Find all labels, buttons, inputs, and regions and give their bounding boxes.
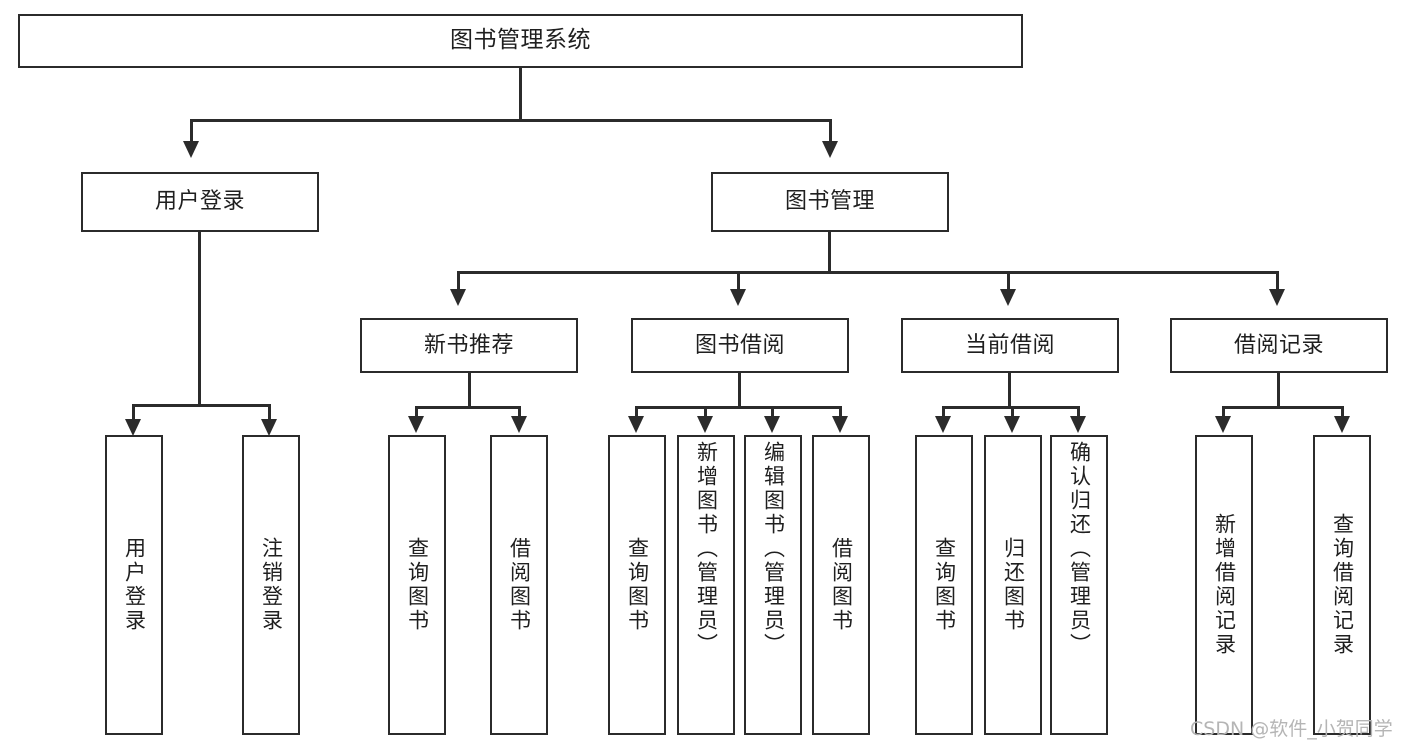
arrowhead-current-borrow <box>1000 289 1016 306</box>
node-leaf-logout-label: 注销登录 <box>259 537 284 633</box>
node-leaf-borrow-book-2[interactable]: 借阅图书 <box>812 435 870 735</box>
node-leaf-query-book-1[interactable]: 查询图书 <box>388 435 446 735</box>
node-new-book-recommend[interactable]: 新书推荐 <box>360 318 578 373</box>
arrowhead-borrow-record <box>1269 289 1285 306</box>
arrowhead-leaf-logout <box>261 419 277 436</box>
connector-book-borrow-c1 <box>635 406 638 419</box>
node-leaf-query-book-3-label: 查询图书 <box>932 537 957 633</box>
arrowhead-leaf-confirm-return <box>1070 416 1086 433</box>
connector-borrow-record-c2 <box>1341 406 1344 419</box>
node-leaf-query-book-1-label: 查询图书 <box>405 537 430 633</box>
connector-user-login-left <box>132 404 135 421</box>
node-root-system[interactable]: 图书管理系统 <box>18 14 1023 68</box>
node-new-book-recommend-label: 新书推荐 <box>423 332 514 358</box>
connector-user-login-stem <box>198 232 201 406</box>
arrowhead-leaf-borrow-book-1 <box>511 416 527 433</box>
arrowhead-leaf-query-book-3 <box>935 416 951 433</box>
arrowhead-leaf-add-record <box>1215 416 1231 433</box>
node-book-management[interactable]: 图书管理 <box>711 172 949 232</box>
connector-book-borrow-bus <box>635 406 842 409</box>
node-current-borrow[interactable]: 当前借阅 <box>901 318 1119 373</box>
arrowhead-book-management <box>822 141 838 158</box>
connector-book-management-stem <box>828 232 831 274</box>
connector-borrow-record-bus <box>1222 406 1344 409</box>
node-borrow-record-label: 借阅记录 <box>1233 332 1324 358</box>
node-leaf-confirm-return[interactable]: 确认归还（管理员） <box>1050 435 1108 735</box>
node-leaf-return-book[interactable]: 归还图书 <box>984 435 1042 735</box>
node-leaf-logout[interactable]: 注销登录 <box>242 435 300 735</box>
node-leaf-query-book-3[interactable]: 查询图书 <box>915 435 973 735</box>
node-leaf-query-record-label: 查询借阅记录 <box>1330 513 1355 657</box>
arrowhead-leaf-borrow-book-2 <box>832 416 848 433</box>
connector-current-borrow-c2 <box>1011 406 1014 419</box>
connector-current-borrow-c1 <box>942 406 945 419</box>
arrowhead-leaf-query-record <box>1334 416 1350 433</box>
connector-to-new-book <box>457 271 460 291</box>
node-leaf-query-record[interactable]: 查询借阅记录 <box>1313 435 1371 735</box>
connector-borrow-record-c1 <box>1222 406 1225 419</box>
node-leaf-return-book-label: 归还图书 <box>1001 537 1026 633</box>
connector-borrow-record-stem <box>1277 373 1280 409</box>
node-book-borrow-label: 图书借阅 <box>694 332 785 358</box>
connector-book-borrow-stem <box>738 373 741 409</box>
node-leaf-query-book-2[interactable]: 查询图书 <box>608 435 666 735</box>
connector-level2-bus <box>190 119 832 122</box>
arrowhead-user-login <box>183 141 199 158</box>
arrowhead-leaf-query-book-1 <box>408 416 424 433</box>
node-leaf-add-book-label: 新增图书（管理员） <box>694 441 719 657</box>
connector-new-book-stem <box>468 373 471 409</box>
arrowhead-leaf-return-book <box>1004 416 1020 433</box>
node-current-borrow-label: 当前借阅 <box>964 332 1055 358</box>
csdn-watermark: CSDN @软件_小贺同学 <box>1190 718 1393 740</box>
node-leaf-add-record[interactable]: 新增借阅记录 <box>1195 435 1253 735</box>
connector-current-borrow-stem <box>1008 373 1011 409</box>
node-leaf-edit-book[interactable]: 编辑图书（管理员） <box>744 435 802 735</box>
node-book-management-label: 图书管理 <box>784 189 875 215</box>
connector-new-book-bus <box>415 406 521 409</box>
node-leaf-confirm-return-label: 确认归还（管理员） <box>1067 441 1092 657</box>
connector-new-book-c1 <box>415 406 418 419</box>
node-root-system-label: 图书管理系统 <box>450 27 591 54</box>
node-leaf-query-book-2-label: 查询图书 <box>625 537 650 633</box>
connector-book-borrow-c2 <box>704 406 707 419</box>
connector-user-login-bus <box>132 404 271 407</box>
arrowhead-book-borrow <box>730 289 746 306</box>
node-leaf-borrow-book-1[interactable]: 借阅图书 <box>490 435 548 735</box>
connector-to-book-borrow <box>737 271 740 291</box>
arrowhead-leaf-add-book <box>697 416 713 433</box>
node-user-login-label: 用户登录 <box>154 189 245 215</box>
node-book-borrow[interactable]: 图书借阅 <box>631 318 849 373</box>
node-leaf-add-record-label: 新增借阅记录 <box>1212 513 1237 657</box>
node-leaf-edit-book-label: 编辑图书（管理员） <box>761 441 786 657</box>
connector-to-borrow-record <box>1276 271 1279 291</box>
connector-to-book-management <box>829 119 832 143</box>
connector-user-login-right <box>268 404 271 421</box>
node-leaf-borrow-book-2-label: 借阅图书 <box>829 537 854 633</box>
connector-root-stem <box>519 68 522 120</box>
arrowhead-new-book-recommend <box>450 289 466 306</box>
arrowhead-leaf-user-login <box>125 419 141 436</box>
connector-level3-bus <box>457 271 1279 274</box>
connector-book-borrow-c4 <box>839 406 842 419</box>
node-leaf-add-book[interactable]: 新增图书（管理员） <box>677 435 735 735</box>
node-leaf-user-login-label: 用户登录 <box>122 537 147 633</box>
connector-to-current-borrow <box>1007 271 1010 291</box>
node-leaf-borrow-book-1-label: 借阅图书 <box>507 537 532 633</box>
arrowhead-leaf-edit-book <box>764 416 780 433</box>
connector-current-borrow-c3 <box>1077 406 1080 419</box>
connector-new-book-c2 <box>518 406 521 419</box>
arrowhead-leaf-query-book-2 <box>628 416 644 433</box>
connector-book-borrow-c3 <box>771 406 774 419</box>
node-leaf-user-login[interactable]: 用户登录 <box>105 435 163 735</box>
connector-to-user-login <box>190 119 193 143</box>
node-user-login[interactable]: 用户登录 <box>81 172 319 232</box>
node-borrow-record[interactable]: 借阅记录 <box>1170 318 1388 373</box>
